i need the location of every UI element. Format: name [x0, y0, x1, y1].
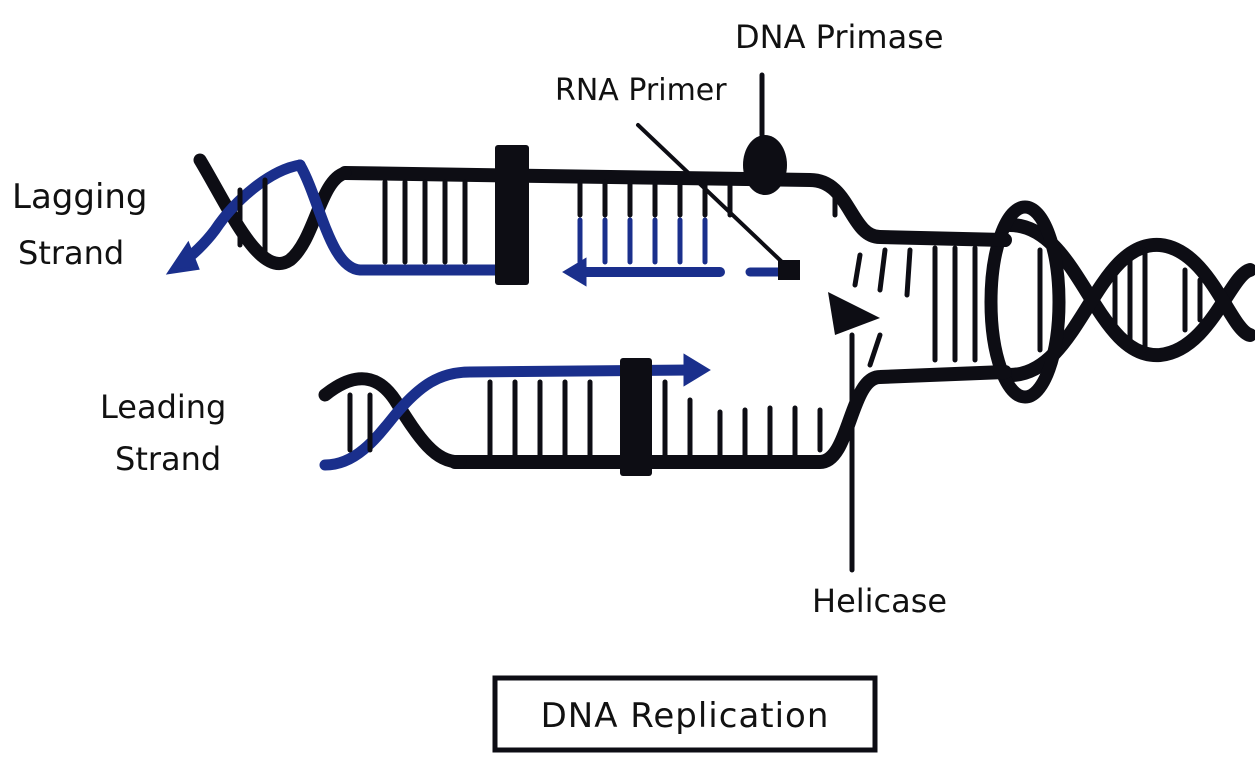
leading-label-line1: Leading	[100, 388, 226, 426]
leading-arrow-head	[685, 356, 708, 384]
dna-primase-label: DNA Primase	[735, 18, 944, 56]
helicase-label: Helicase	[812, 582, 947, 620]
lagging-label-line2: Strand	[18, 234, 124, 272]
leading-label-line2: Strand	[115, 440, 221, 478]
lagging-polymerase	[495, 145, 529, 285]
leading-polymerase	[620, 358, 652, 476]
parent-double-helix	[1010, 225, 1250, 375]
helicase-arrow-head	[828, 292, 880, 335]
pointer-lines	[638, 75, 852, 570]
bottom-strand-exposed-bases	[690, 400, 820, 455]
rna-primer-label: RNA Primer	[555, 73, 727, 108]
dna-primase-blob	[743, 135, 787, 195]
title-box: DNA Replication	[495, 678, 875, 750]
diagram-title: DNA Replication	[541, 696, 830, 736]
lagging-label-line1: Lagging	[12, 177, 148, 217]
okazaki-arrow-head	[565, 260, 585, 284]
